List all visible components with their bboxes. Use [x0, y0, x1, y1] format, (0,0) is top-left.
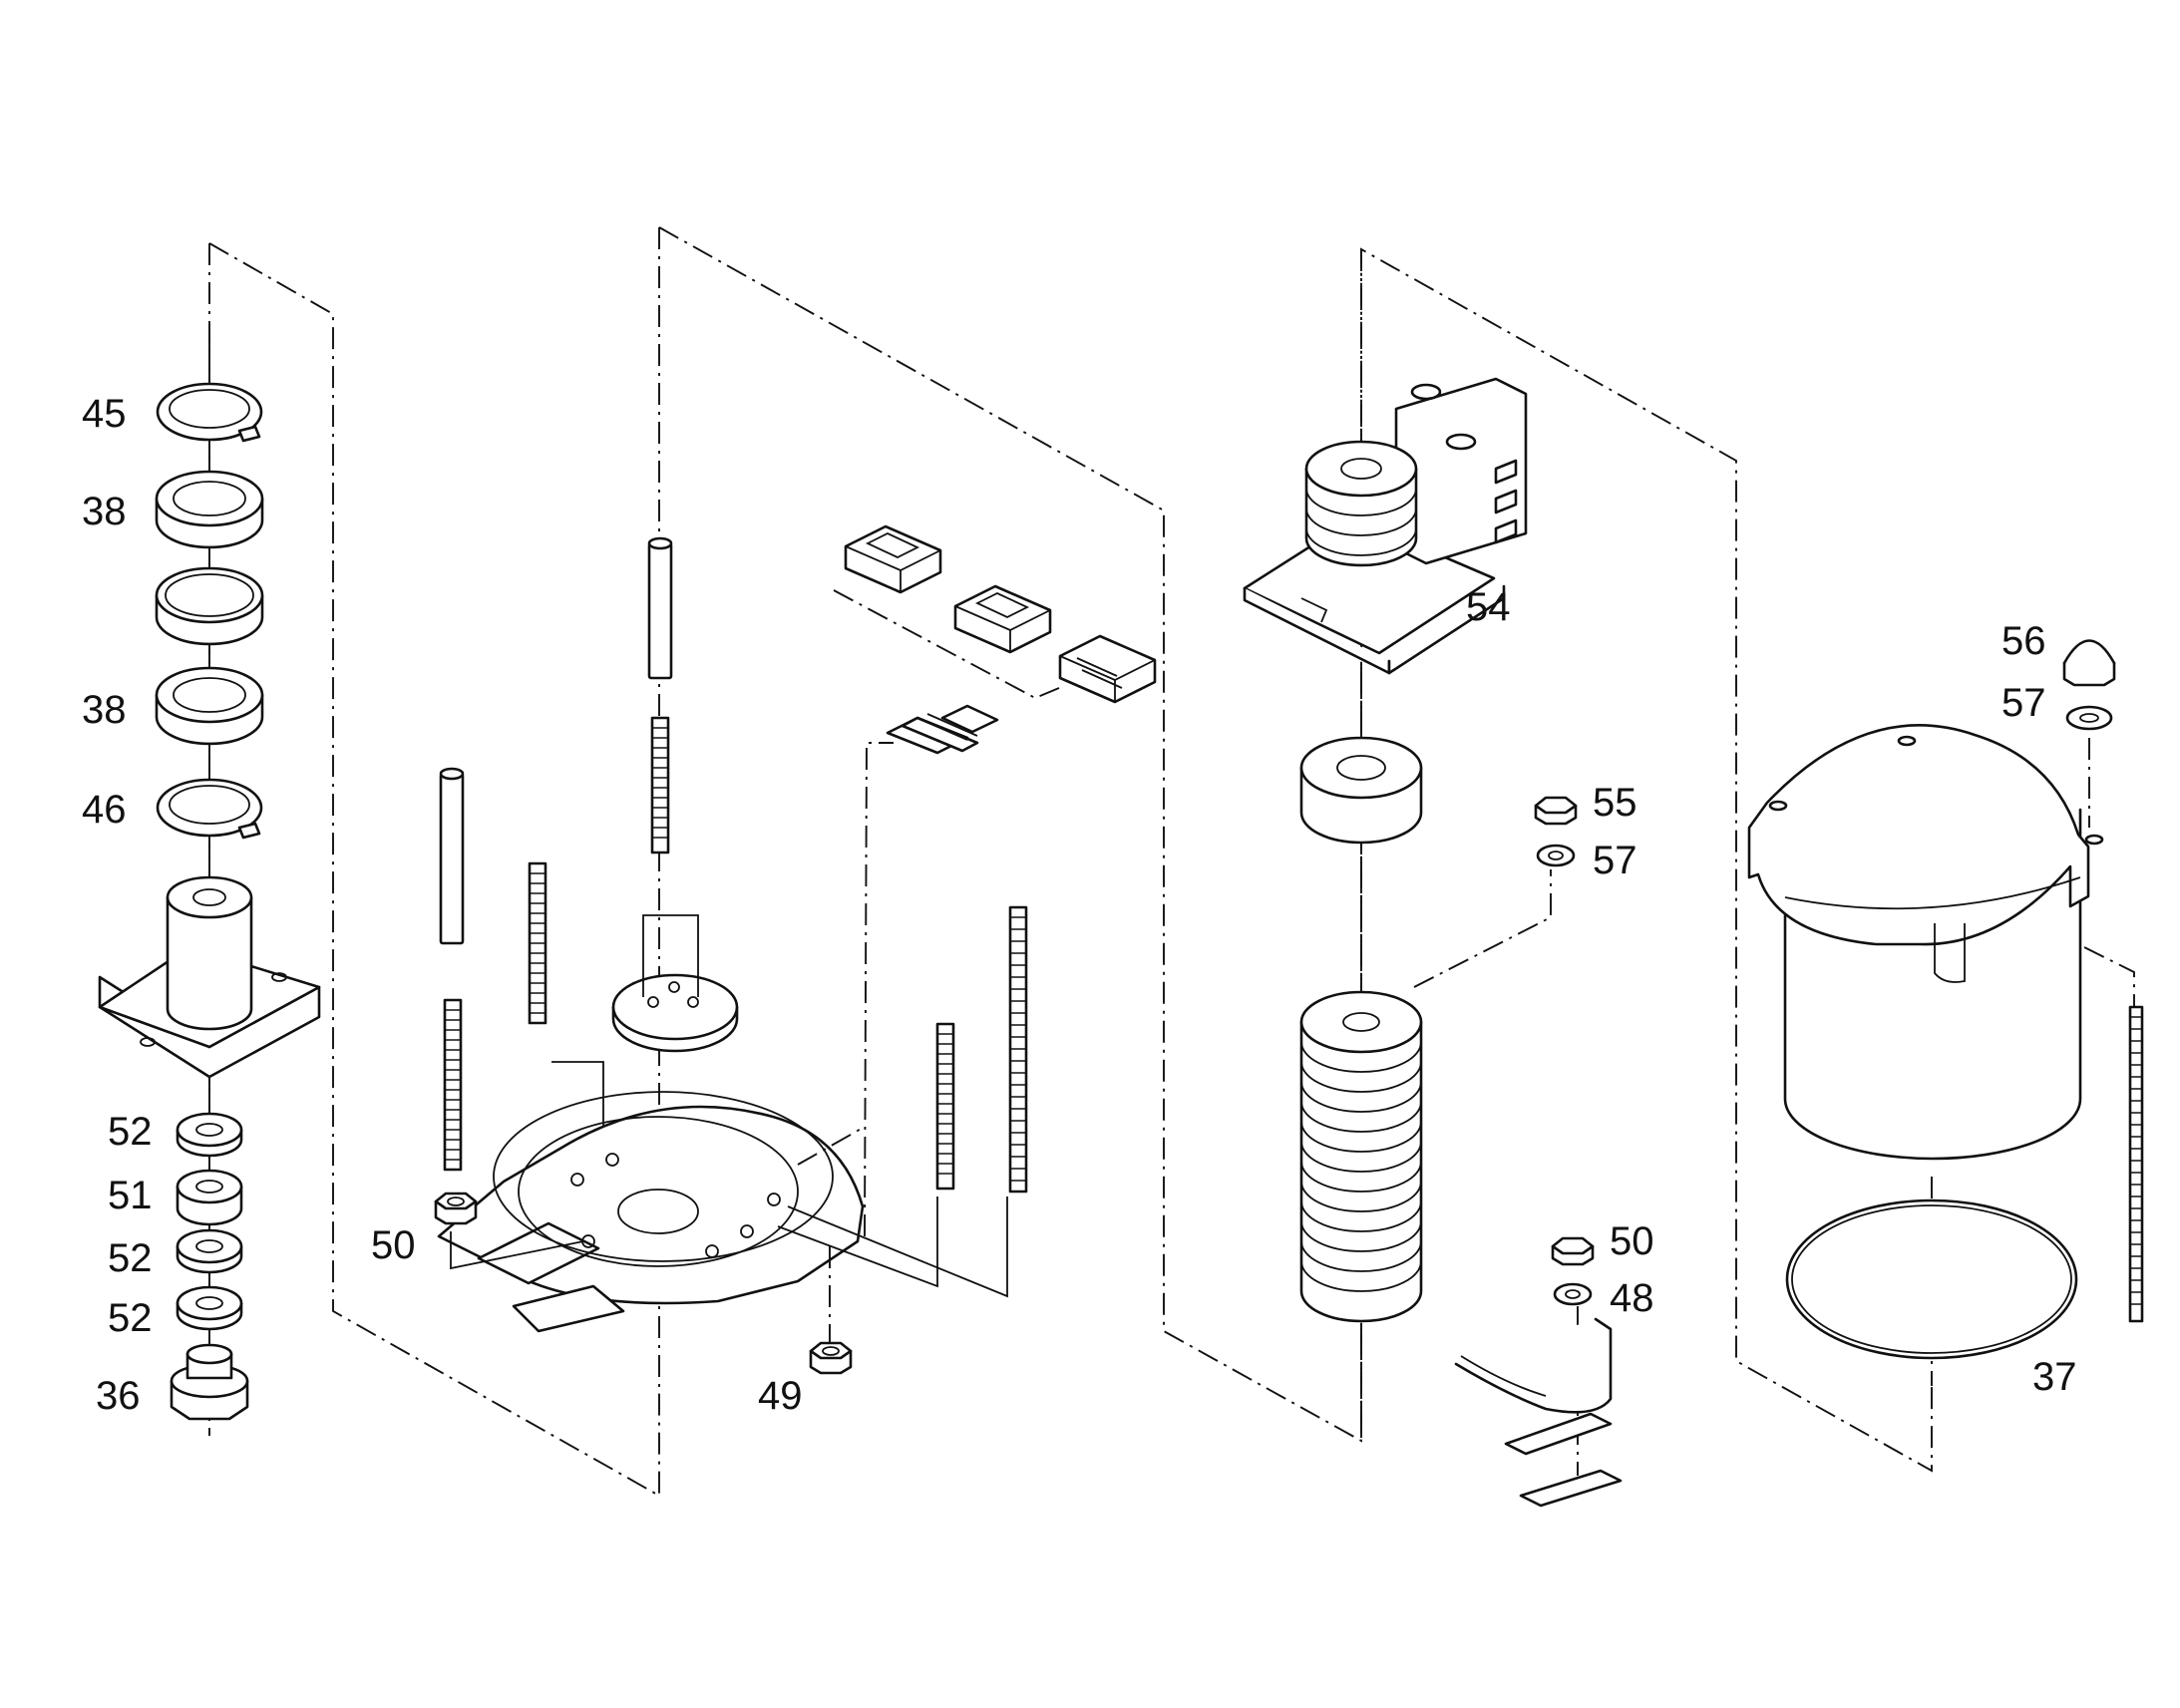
switch-assembly [1243, 377, 1623, 1508]
callout-52-b: 52 [108, 1236, 153, 1280]
callout-57-mid: 57 [1593, 839, 1637, 882]
stud-right-long [1008, 905, 1028, 1194]
gasket-37 [1785, 1198, 2078, 1360]
spring-clip [1454, 1317, 1623, 1508]
callout-38-bottom: 38 [82, 688, 127, 732]
spacer-ring [155, 566, 264, 646]
callout-54: 54 [1466, 585, 1511, 629]
connector-3 [1058, 634, 1157, 704]
callout-56: 56 [2001, 619, 2046, 663]
base-plate [437, 1091, 865, 1333]
base-assembly [434, 524, 1157, 1375]
callout-51: 51 [108, 1174, 153, 1217]
switch-block-54 [1243, 377, 1528, 675]
retaining-ring-46 [156, 778, 263, 840]
bearing-38-top [155, 470, 264, 549]
disc-stack [1299, 990, 1423, 1323]
retaining-ring-45 [156, 382, 263, 443]
nut-49 [809, 1341, 853, 1375]
callout-50-left: 50 [371, 1223, 416, 1267]
connector-2 [953, 584, 1052, 654]
callout-49: 49 [758, 1374, 803, 1418]
cap-nut-56 [2062, 639, 2116, 687]
washer-52-c [176, 1285, 243, 1331]
nut-50-left [434, 1192, 478, 1225]
bearing-housing [98, 875, 321, 1079]
washer-48 [1553, 1282, 1593, 1306]
washer-57-mid [1536, 844, 1576, 867]
tube-top [647, 536, 673, 680]
callout-48: 48 [1610, 1276, 1654, 1320]
cable-gland [886, 704, 999, 755]
callout-37: 37 [2032, 1355, 2077, 1399]
callout-50-right: 50 [1610, 1219, 1654, 1263]
nut-55 [1534, 796, 1578, 826]
washer-52-b [176, 1228, 243, 1274]
left-stack [98, 339, 321, 1436]
stud-left [443, 998, 463, 1172]
stud-center [650, 716, 670, 854]
connector-1 [844, 524, 942, 594]
bushing-51 [176, 1169, 243, 1226]
stud-right-short [935, 1022, 955, 1191]
callout-55: 55 [1593, 781, 1637, 825]
cover-assembly [1747, 639, 2144, 1386]
stud-mid [528, 861, 547, 1025]
washer-57-right [2065, 705, 2113, 731]
spacer-block [1299, 736, 1423, 845]
callout-36: 36 [96, 1374, 141, 1418]
callout-57-right: 57 [2001, 681, 2046, 725]
nut-50-right [1551, 1236, 1595, 1266]
callout-46: 46 [82, 788, 127, 832]
tube-left [439, 767, 465, 945]
long-stud [2128, 1005, 2144, 1323]
callout-52-a: 52 [108, 1110, 153, 1154]
cover-disc [611, 973, 739, 1053]
panel-outlines [208, 226, 1933, 1498]
washer-52-a [176, 1112, 243, 1158]
plug-36 [170, 1343, 249, 1421]
motor-cover [1747, 724, 2104, 1161]
callout-38-top: 38 [82, 490, 127, 533]
callout-52-c: 52 [108, 1296, 153, 1340]
callout-45: 45 [82, 392, 127, 436]
bearing-38-bottom [155, 666, 264, 746]
callouts: 45 38 38 46 52 51 52 52 36 50 49 54 55 5… [82, 392, 2077, 1418]
